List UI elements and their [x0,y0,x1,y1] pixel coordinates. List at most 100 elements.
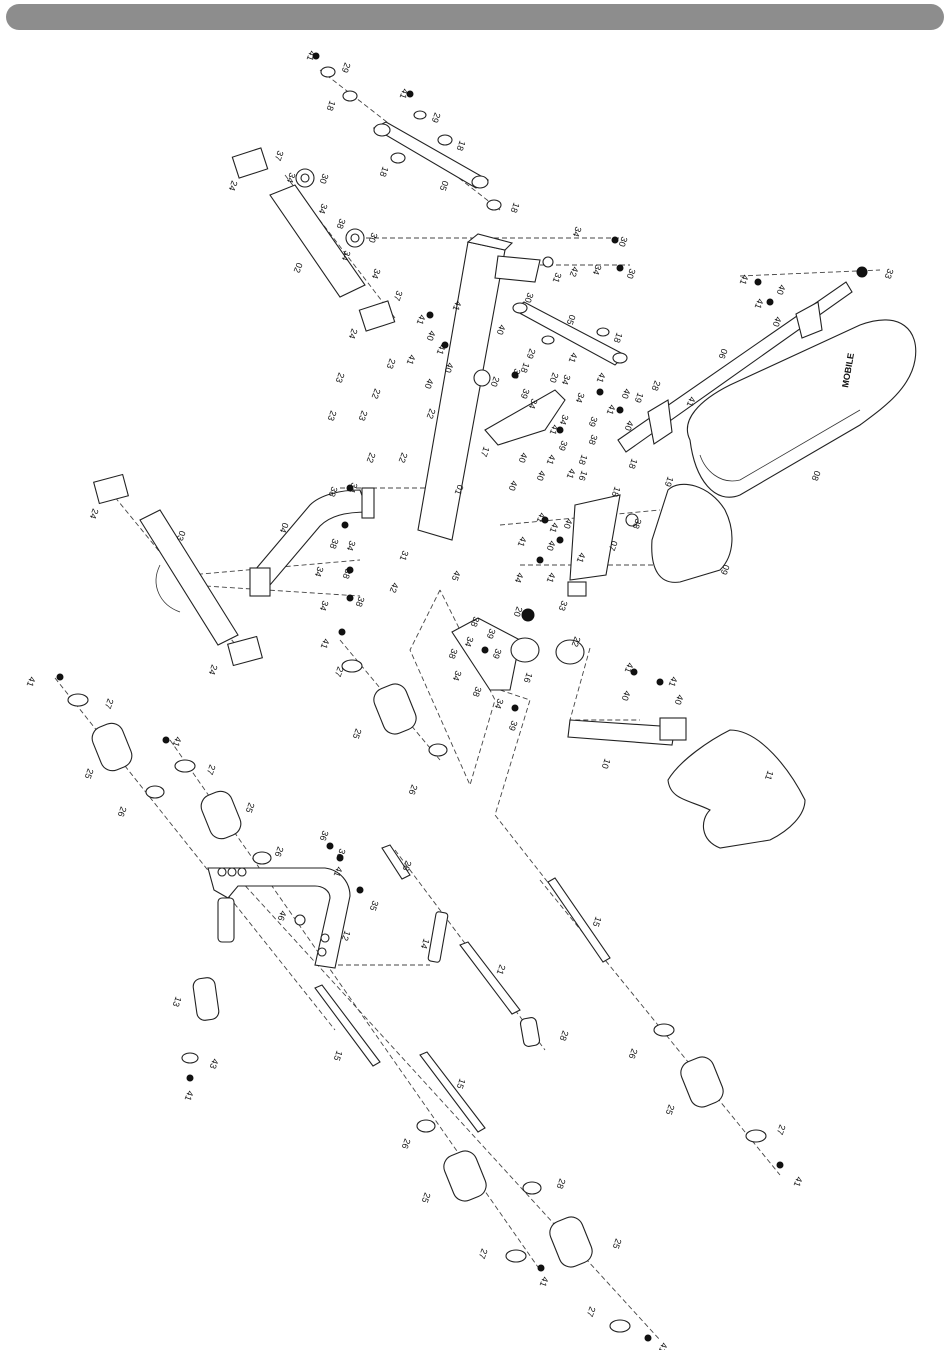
part-label: 41 [548,423,561,436]
part-label: 20 [548,371,561,384]
part-label: 39 [510,367,523,380]
part-label: 15 [455,1077,468,1090]
part-label: 13 [171,995,184,1008]
part-label: 25 [351,727,364,740]
part-label: 36 [318,829,331,842]
part-label: 07 [607,539,620,552]
part-05-lower-arm [512,301,628,366]
part-label: 28 [650,379,663,392]
part-label: 41 [415,313,428,326]
part-label: 25 [420,1191,433,1204]
part-label: 28 [558,1029,571,1042]
part-label: 24 [207,663,220,676]
part-label: 46 [276,909,289,922]
part-08-seat-pad [686,319,917,498]
part-label: 05 [438,179,451,192]
part-label: 41 [548,521,561,534]
part-label: 41 [623,661,636,674]
part-label: 40 [495,323,508,336]
part-07-front-bracket [567,494,639,597]
part-label: 19 [663,475,676,488]
part-label: 25 [611,1237,624,1250]
part-label: 34 [574,391,587,404]
part-label: 21 [495,963,508,976]
part-label: 26 [400,1137,413,1150]
part-label: 22 [425,407,438,420]
part-label: 37 [392,289,405,302]
part-label: 34 [313,565,326,578]
part-label: 39 [557,439,570,452]
part-label: 11 [763,769,776,781]
part-15-tubes [314,844,611,1133]
part-label: 26 [116,805,129,818]
part-label: 40 [775,283,788,296]
part-label: 40 [423,377,436,390]
part-label: 40 [620,387,633,400]
part-label: 34 [285,171,298,184]
part-label: 27 [775,1123,788,1136]
part-label: 40 [562,517,575,530]
part-label: 41 [792,1175,805,1188]
part-label: 44 [513,571,526,584]
part-label: 25 [664,1103,677,1116]
part-label: 27 [477,1247,490,1260]
part-label: 34 [560,373,573,386]
part-label: 10 [600,757,613,770]
part-label: 41 [685,395,698,408]
part-label: 40 [545,539,558,552]
part-label: 41 [183,1089,196,1102]
part-label: 20 [489,375,502,388]
part-label: 41 [25,675,38,688]
part-label: 27 [333,665,346,678]
part-label: 39 [519,387,532,400]
part-label: 33 [557,599,570,612]
part-label: 39 [491,647,504,660]
part-label: 20 [512,605,525,618]
part-label: 34 [527,397,540,410]
part-label: 41 [535,511,548,524]
part-label: 09 [719,563,732,576]
part-label: 14 [419,937,432,950]
part-label: 41 [567,351,580,364]
part-label: 29 [525,347,538,360]
part-label: 40 [535,469,548,482]
part-label: 15 [591,915,604,928]
part-label: 41 [319,637,332,650]
part-label: 41 [657,1341,670,1350]
part-label: 05 [565,313,578,326]
part-label: 28 [401,859,414,872]
part-label: 30 [367,231,380,244]
part-label: 06 [717,347,730,360]
part-label: 33 [883,267,896,280]
part-label: 30 [625,267,638,280]
part-label: 38 [354,595,367,608]
part-label: 18 [378,165,391,178]
part-label: 34 [370,267,383,280]
part-label: 34 [463,635,476,648]
part-label: 38 [335,217,348,230]
part-label: 41 [753,297,766,310]
part-label: 18 [325,99,338,112]
part-label: 27 [585,1305,598,1318]
part-label: 18 [455,139,468,152]
part-label: 34 [493,697,506,710]
part-label: 16 [522,671,535,684]
part-label: 34 [591,263,604,276]
part-label: 25 [83,767,96,780]
part-label: 27 [205,763,218,776]
part-label: 34 [347,481,360,494]
part-label: 22 [370,387,383,400]
part-label: 41 [305,49,318,62]
part-label: 41 [171,735,184,748]
part-label: 40 [623,419,636,432]
part-label: 22 [397,451,410,464]
part-label: 17 [479,445,492,458]
part-label: 34 [571,225,584,238]
part-label: 39 [587,415,600,428]
part-label: 30 [318,172,331,185]
part-label: 41 [516,535,529,548]
part-02-top-crossbar [231,147,396,332]
part-label: 38 [631,517,644,530]
part-label: 34 [318,599,331,612]
